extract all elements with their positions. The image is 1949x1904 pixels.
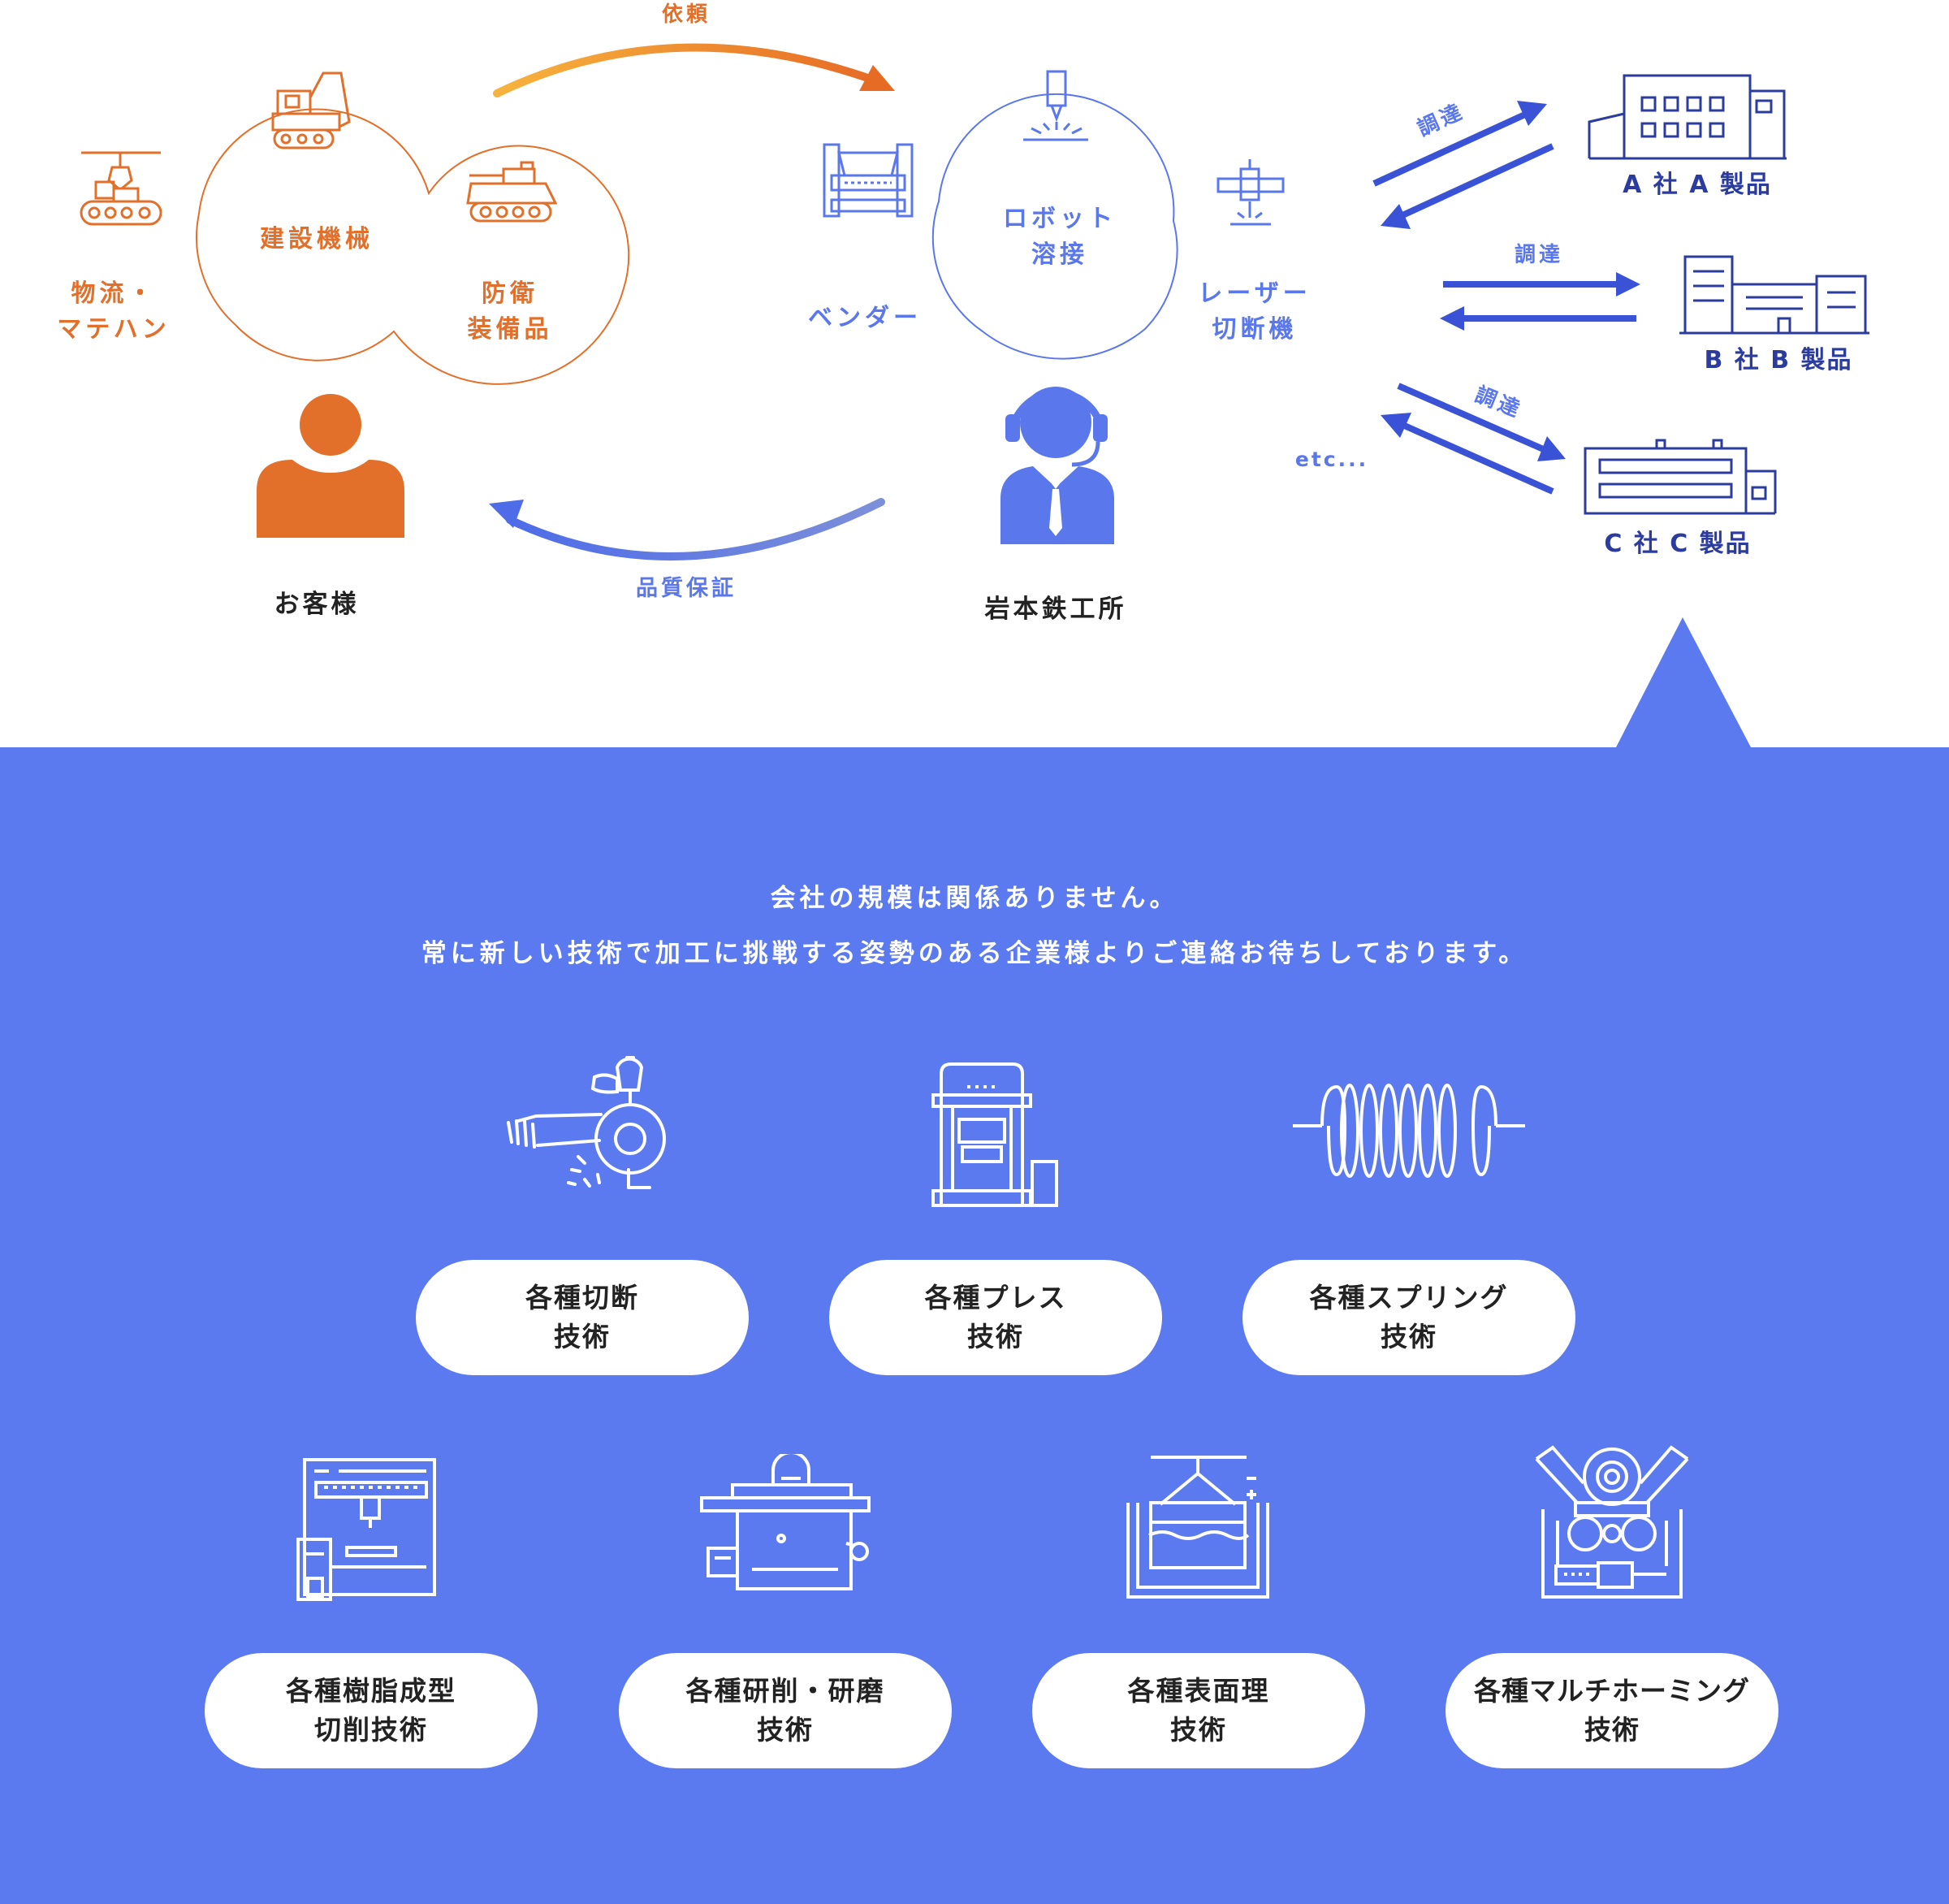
tech-line1: 各種研削・研磨 bbox=[685, 1675, 885, 1707]
tech-line2: 技術 bbox=[1381, 1321, 1437, 1352]
office-building-icon bbox=[1588, 74, 1787, 160]
armored-vehicle-icon bbox=[466, 161, 558, 223]
field-label-construction: 建設機械 bbox=[236, 222, 398, 257]
flow-diagram bbox=[80, 43, 1869, 747]
field-line2: マテハン bbox=[57, 314, 171, 344]
customer-person-icon bbox=[257, 394, 404, 538]
tech-line2: 切削技術 bbox=[314, 1714, 428, 1746]
spring-icon bbox=[1293, 1084, 1525, 1178]
field-line1: 防衛 bbox=[482, 279, 538, 308]
tech-pill-roll-forming: 各種マルチホーミング技術 bbox=[1446, 1653, 1778, 1768]
tech-line1: 各種切断 bbox=[525, 1282, 639, 1314]
supplier-label-c: C 社 C 製品 bbox=[1604, 530, 1752, 558]
message-line-1: 会社の規模は関係ありません。 bbox=[770, 884, 1179, 913]
process-line1: ロボット bbox=[1003, 205, 1117, 233]
tech-pill-cutting: 各種切断技術 bbox=[416, 1260, 749, 1375]
tech-line1: 各種スプリング bbox=[1309, 1282, 1509, 1314]
field-line1: 物流・ bbox=[71, 279, 157, 308]
message-line-2: 常に新しい技術で加工に挑戦する姿勢のある企業様よりご連絡お待ちしております。 bbox=[421, 939, 1528, 968]
tech-pill-surface: 各種表面理技術 bbox=[1032, 1653, 1365, 1768]
etc-label: etc... bbox=[1294, 448, 1369, 471]
request-label: 依頼 bbox=[661, 2, 711, 27]
excavator-icon bbox=[271, 71, 351, 149]
field-label-logistics: 物流・ マテハン bbox=[49, 276, 179, 347]
tech-line2: 技術 bbox=[1584, 1714, 1640, 1746]
supplier-label-b: B 社 B 製品 bbox=[1704, 346, 1853, 374]
tech-line2: 技術 bbox=[1170, 1714, 1227, 1746]
process-line1: レーザー bbox=[1198, 279, 1312, 308]
supplier-label-a: A 社 A 製品 bbox=[1623, 171, 1772, 199]
tech-pill-resin: 各種樹脂成型切削技術 bbox=[205, 1653, 538, 1768]
procurement-arrows-a bbox=[1372, 101, 1554, 229]
process-line2: 溶接 bbox=[1031, 240, 1088, 269]
customer-label: お客様 bbox=[274, 590, 360, 619]
cnc-machine-icon bbox=[296, 1458, 436, 1601]
factory-label: 岩本鉄工所 bbox=[984, 595, 1127, 624]
panel-pointer bbox=[1616, 617, 1751, 747]
process-line2: 切断機 bbox=[1212, 314, 1298, 344]
factory-cloud bbox=[931, 93, 1178, 360]
warehouse-icon bbox=[1584, 439, 1777, 515]
process-line1: ベンダー bbox=[808, 304, 922, 332]
press-machine-icon bbox=[931, 1062, 1058, 1207]
grinder-cutting-icon bbox=[507, 1056, 666, 1189]
welding-torch-icon bbox=[1023, 70, 1088, 141]
process-label-laser: レーザー 切断機 bbox=[1169, 276, 1340, 347]
tech-pill-grinding: 各種研削・研磨技術 bbox=[619, 1653, 952, 1768]
field-label-defense: 防衛 装備品 bbox=[445, 276, 575, 347]
request-arrow bbox=[493, 43, 895, 97]
crane-icon bbox=[80, 151, 162, 226]
process-label-welding: ロボット 溶接 bbox=[974, 201, 1145, 272]
tech-line1: 各種表面理 bbox=[1127, 1675, 1270, 1707]
tech-line2: 技術 bbox=[967, 1321, 1024, 1352]
field-line2: 装備品 bbox=[467, 314, 553, 344]
procure-label-b: 調達 bbox=[1514, 243, 1563, 267]
grinding-machine-icon bbox=[700, 1454, 871, 1590]
roll-forming-icon bbox=[1535, 1445, 1689, 1599]
customer-cloud bbox=[196, 108, 630, 385]
process-label-bender: ベンダー bbox=[780, 301, 950, 336]
procurement-arrows-c bbox=[1381, 383, 1566, 495]
tech-pill-press: 各種プレス技術 bbox=[829, 1260, 1162, 1375]
tech-line1: 各種樹脂成型 bbox=[286, 1675, 456, 1707]
laser-cutter-icon bbox=[1217, 159, 1285, 226]
factory-building-icon bbox=[1679, 255, 1869, 335]
plating-bath-icon bbox=[1126, 1456, 1269, 1599]
tech-pill-spring: 各種スプリング技術 bbox=[1242, 1260, 1575, 1375]
press-brake-icon bbox=[823, 143, 914, 218]
tech-line2: 技術 bbox=[554, 1321, 611, 1352]
operator-headset-icon bbox=[1000, 387, 1114, 544]
tech-line1: 各種マルチホーミング bbox=[1474, 1675, 1750, 1707]
quality-label: 品質保証 bbox=[636, 576, 737, 601]
tech-line1: 各種プレス bbox=[924, 1282, 1067, 1314]
tech-line2: 技術 bbox=[757, 1714, 814, 1746]
quality-arrow bbox=[489, 498, 885, 560]
procurement-arrows-b bbox=[1440, 272, 1640, 331]
field-line1: 建設機械 bbox=[260, 225, 374, 253]
